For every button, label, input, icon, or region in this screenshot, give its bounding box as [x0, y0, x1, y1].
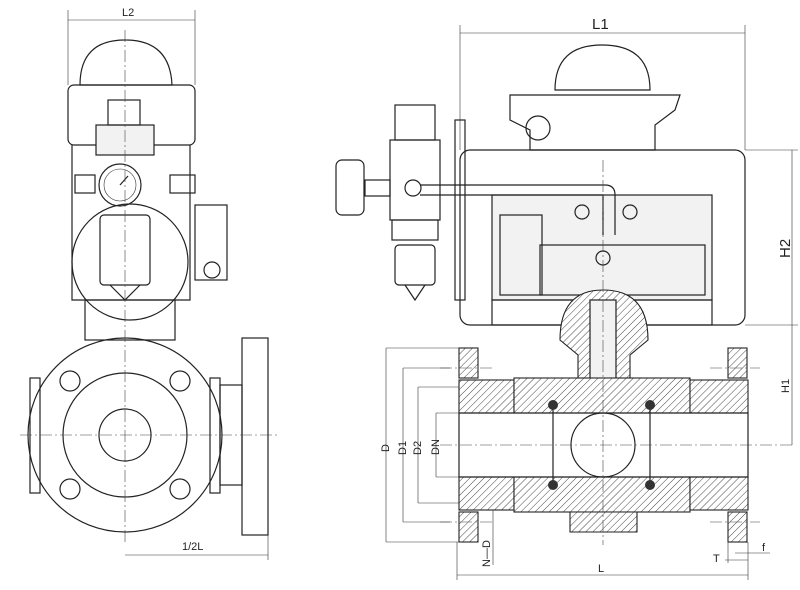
body-top: [513, 377, 691, 414]
side-view: L2 1/2L: [20, 7, 280, 560]
dim-D2: D2: [412, 441, 424, 455]
dim-H1: H1: [780, 379, 792, 393]
dim-H2: H2: [777, 239, 794, 258]
pressure-gauge-icon: [98, 163, 142, 207]
dim-L: L: [598, 563, 604, 575]
switch-box: [509, 94, 681, 151]
front-view: L1 H2 H1 D D1 D2 DN N—D L T f: [335, 16, 798, 580]
dim-D1: D1: [397, 441, 409, 455]
left-flange-bottom: [458, 511, 479, 543]
actuator-cylinder: [491, 194, 713, 301]
right-flange-top: [727, 347, 748, 379]
side-flange: [241, 337, 269, 536]
bracket: [84, 299, 176, 341]
dim-f: f: [762, 542, 766, 554]
body-bottom: [513, 476, 691, 513]
pressure-gauge-icon: [335, 159, 365, 216]
right-flange-bottom: [727, 511, 748, 543]
filter-bowl: [394, 244, 436, 286]
dim-D: D: [380, 444, 392, 452]
dim-L1: L1: [592, 16, 609, 33]
bottom-trunnion: [569, 511, 638, 533]
position-indicator-dome: [79, 39, 173, 86]
solenoid-valve: [194, 204, 228, 281]
bolt-hole: [169, 478, 191, 500]
position-indicator-dome: [554, 44, 651, 91]
bolt-hole: [59, 478, 81, 500]
regulator-knob: [394, 104, 436, 141]
left-flange-top: [458, 347, 479, 379]
dim-N-D: N—D: [481, 540, 493, 567]
bolt-hole: [169, 370, 191, 392]
bolt-hole: [59, 370, 81, 392]
dim-T: T: [713, 553, 720, 565]
dim-DN: DN: [430, 439, 442, 455]
air-tube: [420, 184, 616, 235]
dim-half-L: 1/2L: [182, 541, 203, 553]
dim-L2: L2: [122, 7, 134, 19]
